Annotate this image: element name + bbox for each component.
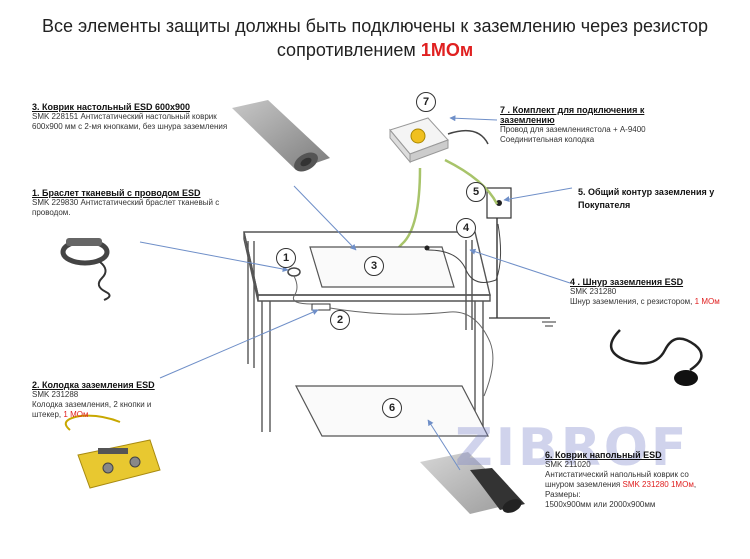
mat-snap — [424, 245, 430, 251]
title-highlight: 1МОм — [420, 40, 474, 60]
label-floor-mat-line1: SMK 211020 — [545, 460, 591, 469]
label-contour-heading: 5. Общий контур заземления у Покупателя — [578, 187, 715, 210]
label-ground-block: 2. Колодка заземления ESD SMK 231288 Кол… — [32, 380, 202, 420]
label-bracelet-line1: SMK 229830 Антистатический браслет ткане… — [32, 198, 220, 207]
label-ground-block-heading: 2. Колодка заземления ESD — [32, 380, 155, 390]
label-table-mat-line2: 600х900 мм с 2-мя кнопками, без шнура за… — [32, 122, 228, 131]
label-floor-mat-line3: шнуром заземления SMK 231280 1МОм, — [545, 480, 697, 489]
bracelet-wire — [292, 275, 313, 305]
marker-1: 1 — [276, 248, 296, 268]
marker-2: 2 — [330, 310, 350, 330]
label-ground-block-line3: штекер, 1 МОм — [32, 410, 202, 420]
ground-block-on-desk — [311, 303, 331, 311]
label-cord-heading: 4 . Шнур заземления ESD — [570, 277, 684, 287]
green-wire-right — [444, 158, 499, 205]
label-cord: 4 . Шнур заземления ESD SMK 231280 Шнур … — [570, 277, 745, 307]
title-line-1: Все элементы защиты должны быть подключе… — [41, 16, 709, 36]
title-line-2: сопротивлением 1МОм — [0, 40, 750, 61]
label-kit-heading: 7 . Комплект для подключения к заземлени… — [500, 105, 645, 125]
label-table-mat-line1: SMK 228151 Антистатический настольный ко… — [32, 112, 217, 121]
bracelet-image — [60, 238, 111, 301]
label-floor-mat-line2: Антистатический напольный коврик со — [545, 470, 689, 479]
marker-6: 6 — [382, 398, 402, 418]
label-contour: 5. Общий контур заземления у Покупателя — [578, 186, 718, 212]
label-cord-red: 1 МОм — [694, 297, 720, 306]
label-floor-mat-red: SMK 231280 1МОм — [622, 480, 694, 489]
label-bracelet-line2: проводом. — [32, 208, 71, 217]
label-cord-line2: Шнур заземления, с резистором, 1 МОм — [570, 297, 745, 307]
label-floor-mat-line4: Размеры: — [545, 490, 581, 499]
callout-arrows — [139, 115, 573, 471]
marker-4: 4 — [456, 218, 476, 238]
label-ground-block-line1: SMK 231288 — [32, 390, 79, 399]
title-line-2-text: сопротивлением — [276, 40, 416, 60]
table-mat-image — [232, 100, 330, 172]
label-kit-line1: Провод для заземлениястола + А-9400 — [500, 125, 646, 134]
label-floor-mat-heading: 6. Коврик напольный ESD — [545, 450, 662, 460]
label-cord-line1: SMK 231280 — [570, 287, 617, 296]
ground-contour-box — [486, 187, 556, 327]
label-bracelet: 1. Браслет тканевый с проводом ESD SMK 2… — [32, 188, 232, 218]
ground-block-image — [64, 414, 161, 489]
table-mat-cord — [427, 223, 502, 283]
label-ground-block-line3-text: штекер, — [32, 410, 62, 419]
marker-7: 7 — [416, 92, 436, 112]
watermark: ZIBROF — [455, 418, 690, 478]
label-table-mat: 3. Коврик настольный ESD 600х900 SMK 228… — [32, 102, 242, 132]
label-kit-line2: Соединительная колодка — [500, 135, 595, 144]
bracelet-on-desk — [287, 267, 301, 277]
cord-image — [610, 329, 703, 386]
marker-5: 5 — [466, 182, 486, 202]
label-ground-block-red: 1 МОм — [63, 410, 89, 419]
label-floor-mat: 6. Коврик напольный ESD SMK 211020 Антис… — [545, 450, 735, 510]
marker-3: 3 — [364, 256, 384, 276]
kit-image — [389, 117, 489, 164]
label-bracelet-heading: 1. Браслет тканевый с проводом ESD — [32, 188, 201, 198]
label-ground-block-line2: Колодка заземления, 2 кнопки и — [32, 400, 152, 409]
label-floor-mat-line3-text: шнуром заземления — [545, 480, 621, 489]
floor-mat-image — [420, 452, 525, 514]
floor-mat-cord — [329, 307, 494, 397]
label-table-mat-heading: 3. Коврик настольный ESD 600х900 — [32, 102, 191, 112]
label-kit: 7 . Комплект для подключения к заземлени… — [500, 105, 700, 145]
green-wire-left — [394, 167, 422, 256]
label-cord-line2-text: Шнур заземления, с резистором, — [570, 297, 693, 306]
label-floor-mat-line5: 1500х900мм или 2000х900мм — [545, 500, 656, 509]
